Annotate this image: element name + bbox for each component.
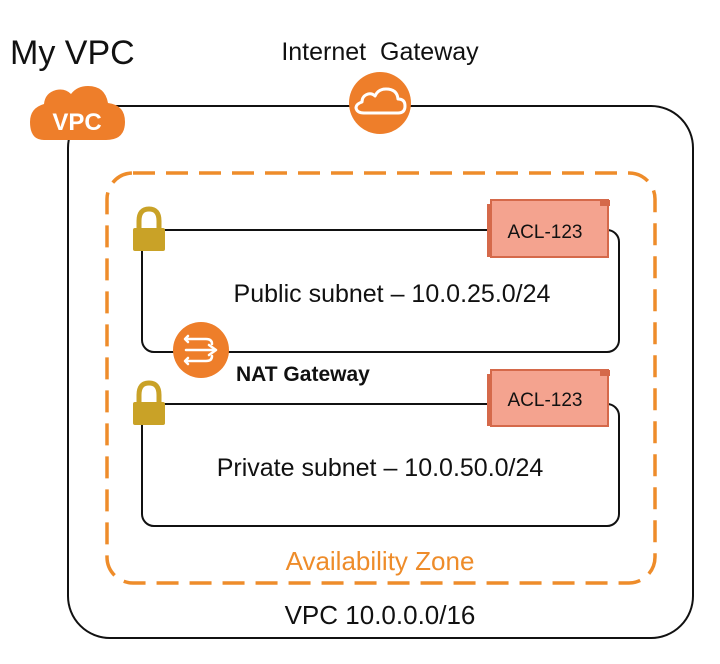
- vpc-icon-label: VPC: [52, 109, 101, 136]
- cloud-icon: [354, 87, 407, 115]
- acl-label: ACL-123: [508, 222, 583, 243]
- acl-badge: ACL-123: [487, 199, 610, 258]
- private-subnet-box: [141, 403, 620, 527]
- acl-badge: ACL-123: [487, 369, 610, 427]
- internet-gateway-icon: [349, 72, 411, 134]
- vpc-cidr-label: VPC 10.0.0.0/16: [285, 600, 476, 630]
- availability-zone-boundary: [105, 171, 657, 585]
- vpc-title: My VPC: [10, 34, 135, 72]
- public-subnet-box: [141, 229, 620, 353]
- internet-gateway-label: Internet Gateway: [281, 38, 479, 66]
- acl-label: ACL-123: [508, 390, 583, 411]
- lock-icon: [133, 206, 165, 251]
- nat-gateway-icon: [173, 322, 229, 378]
- public-subnet-label: Public subnet – 10.0.25.0/24: [234, 280, 551, 308]
- availability-zone-label: Availability Zone: [286, 546, 475, 576]
- lock-icon: [133, 380, 165, 425]
- private-subnet-label: Private subnet – 10.0.50.0/24: [217, 454, 544, 482]
- vpc-cloud-icon: VPC: [30, 86, 125, 140]
- nat-gateway-label: NAT Gateway: [236, 363, 370, 386]
